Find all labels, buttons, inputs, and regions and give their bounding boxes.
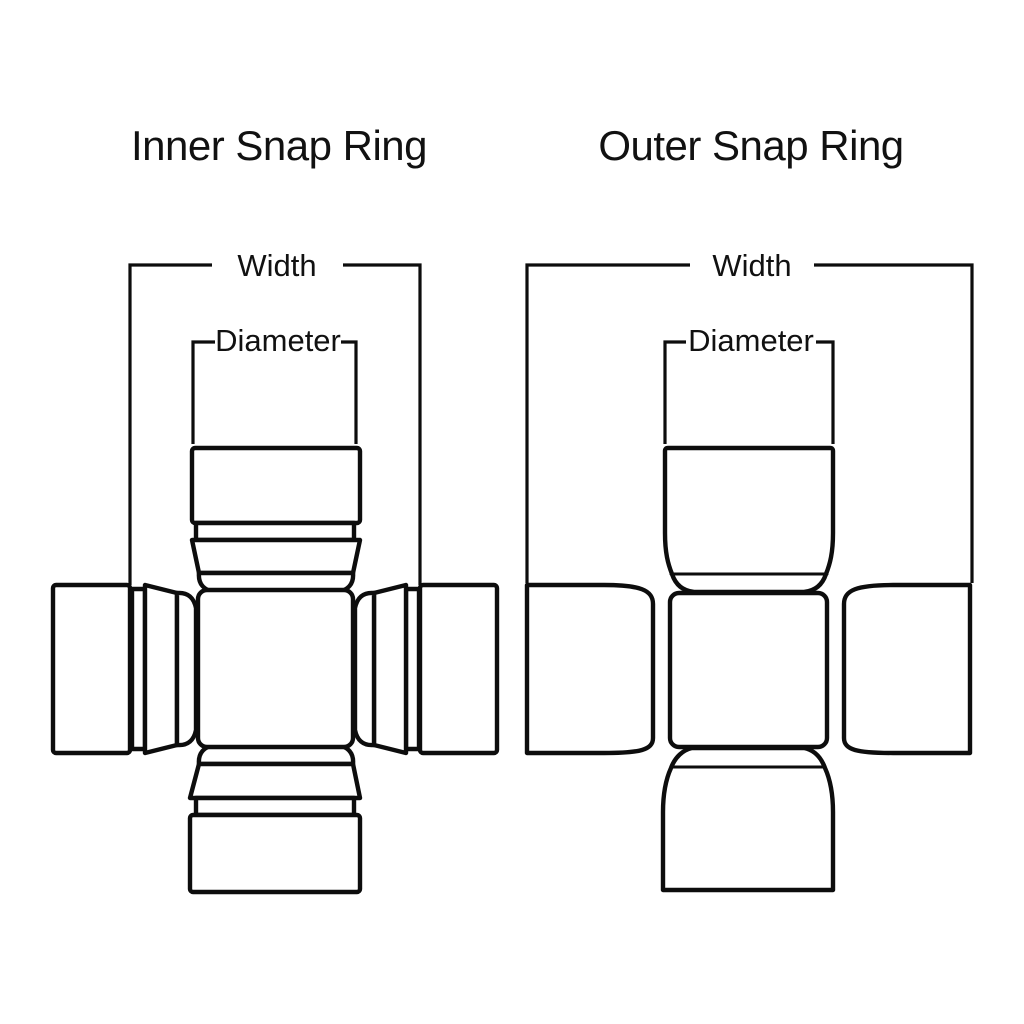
left-seal-dome <box>174 590 199 748</box>
u-joint-cross-outer <box>524 445 973 893</box>
left-bearing-cap <box>50 582 133 756</box>
width-label: Width <box>712 248 791 283</box>
diameter-dimension-outer: Diameter <box>663 323 835 444</box>
width-label: Width <box>237 248 316 283</box>
diameter-label: Diameter <box>215 323 341 358</box>
figure-outer-snap-ring: Outer Snap Ring Width <box>524 122 974 893</box>
left-cap-flange <box>142 582 180 756</box>
right-seal-dome <box>352 590 377 748</box>
bottom-snap-ring-band <box>193 795 357 818</box>
bottom-cap-flange <box>187 761 363 801</box>
bottom-bearing-cap <box>187 812 363 895</box>
top-bearing-cap <box>662 445 836 595</box>
figure-title: Inner Snap Ring <box>131 122 427 169</box>
right-bearing-cap <box>841 582 973 756</box>
top-cap-flange <box>189 537 363 576</box>
diameter-dimension-inner: Diameter <box>191 323 358 444</box>
top-snap-ring-band <box>193 520 357 543</box>
top-bearing-cap <box>189 445 363 526</box>
width-dimension-inner: Width <box>128 248 422 585</box>
width-dimension-line <box>128 263 422 585</box>
width-dimension-outer: Width <box>525 248 974 583</box>
cross-body <box>195 587 356 750</box>
diameter-dimension-line <box>191 340 358 444</box>
figure-title: Outer Snap Ring <box>598 122 903 169</box>
width-dimension-line <box>525 263 974 583</box>
cross-body <box>667 590 830 750</box>
diameter-label: Diameter <box>688 323 814 358</box>
right-cap-flange <box>371 582 409 756</box>
left-bearing-cap <box>524 582 656 756</box>
right-bearing-cap <box>417 582 500 756</box>
figure-inner-snap-ring: Inner Snap Ring <box>50 122 500 895</box>
diameter-dimension-line <box>663 340 835 444</box>
u-joint-cross-inner <box>50 445 500 895</box>
bottom-bearing-cap <box>660 745 836 893</box>
